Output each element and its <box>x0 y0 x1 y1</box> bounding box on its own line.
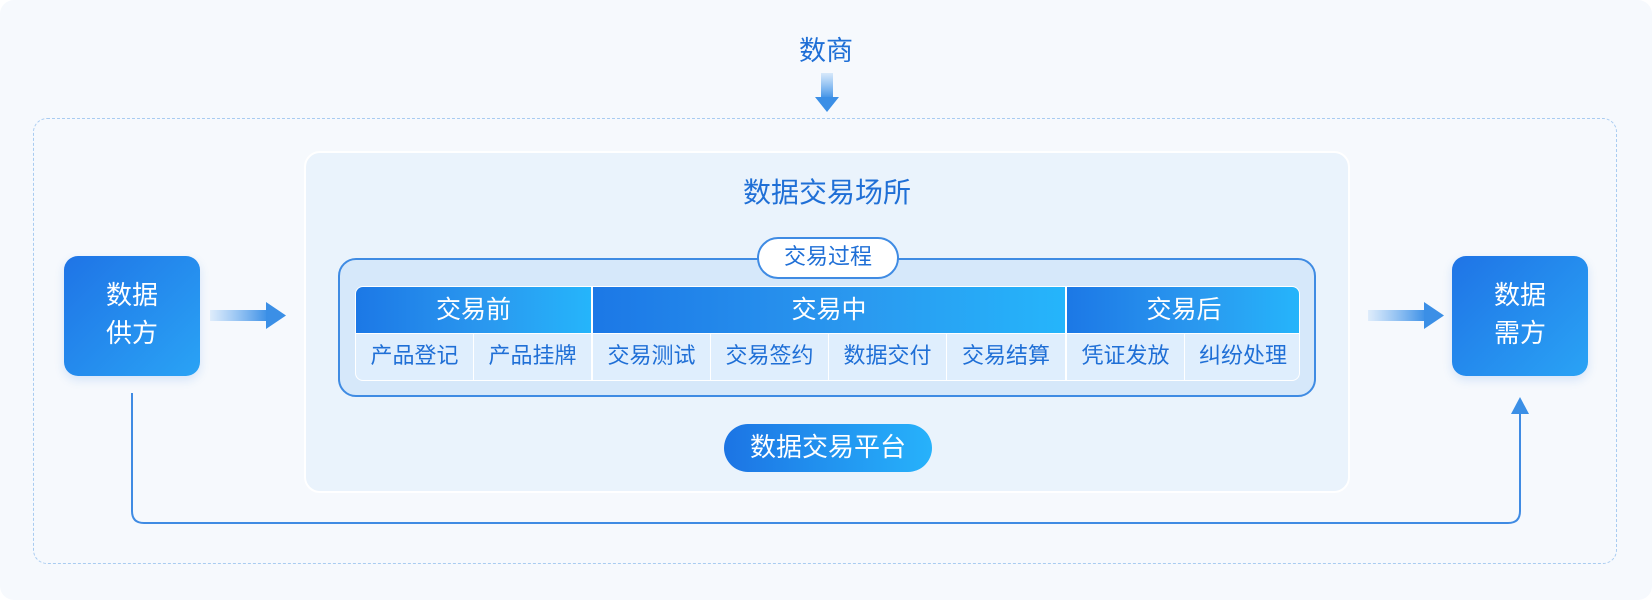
step-trade-testing: 交易测试 <box>593 334 710 380</box>
step-trade-settlement: 交易结算 <box>947 334 1065 380</box>
step-product-registration: 产品登记 <box>356 334 473 380</box>
trading-process-label: 交易过程 <box>757 237 899 279</box>
direct-flow-connector <box>131 393 1529 524</box>
venue-title: 数据交易场所 <box>742 176 911 209</box>
supplier-to-venue-arrow <box>210 302 286 329</box>
merchant-down-arrow <box>815 73 839 112</box>
demander-label-line1: 数据 <box>1493 281 1546 311</box>
supplier-label-line2: 供方 <box>105 319 158 349</box>
phase-in-trade: 交易中 <box>593 287 1065 333</box>
step-trade-signing: 交易签约 <box>711 334 828 380</box>
ecosystem-boundary <box>33 118 1617 564</box>
demander-label-line2: 需方 <box>1493 319 1546 349</box>
step-dispute-handling: 纠纷处理 <box>1185 334 1299 380</box>
phase-pre-trade: 交易前 <box>356 287 591 333</box>
process-stage-grid: 交易前 交易中 交易后 产品登记 产品挂牌 交易测试 交易签约 数据交付 交易结… <box>355 286 1300 381</box>
supplier-label-line1: 数据 <box>105 281 158 311</box>
venue-to-demander-arrow <box>1368 302 1444 329</box>
step-product-listing: 产品挂牌 <box>474 334 591 380</box>
data-demander-node: 数据 需方 <box>1452 256 1588 376</box>
data-merchant-label: 数商 <box>799 36 853 67</box>
step-certificate-issuance: 凭证发放 <box>1067 334 1184 380</box>
data-supplier-node: 数据 供方 <box>64 256 200 376</box>
trading-platform-label: 数据交易平台 <box>724 424 932 472</box>
step-data-delivery: 数据交付 <box>829 334 946 380</box>
phase-post-trade: 交易后 <box>1067 287 1299 333</box>
